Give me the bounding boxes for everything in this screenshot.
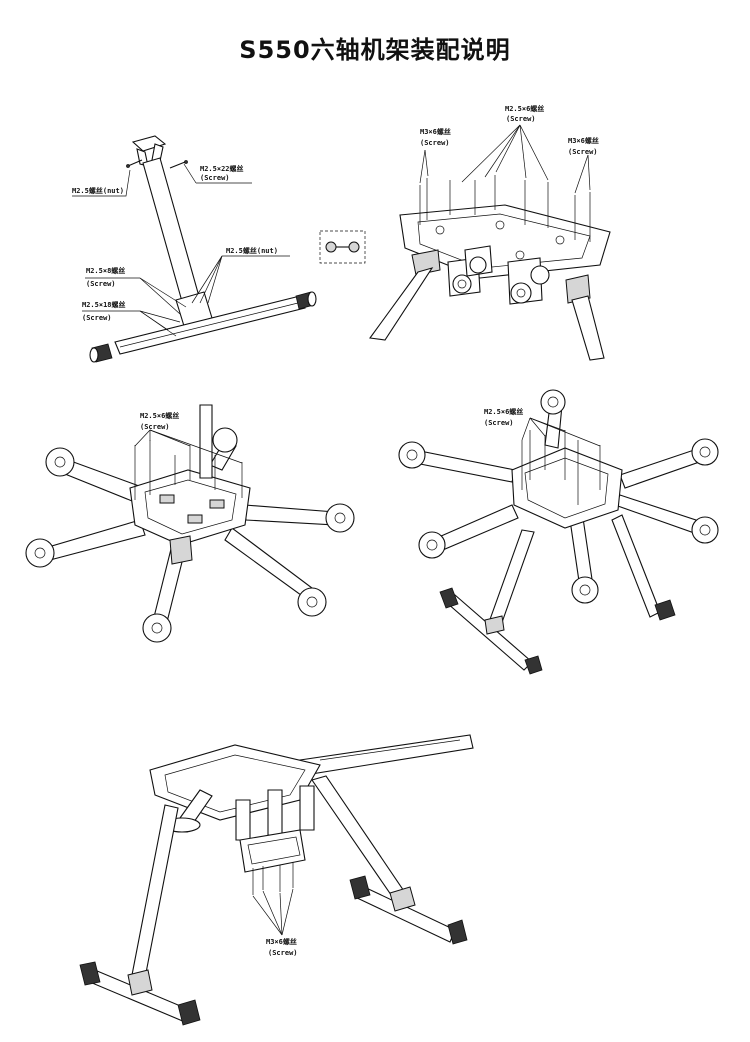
step2-plate-legs: [369, 124, 611, 361]
label-m25x18: M2.5×18螺丝: [82, 300, 126, 309]
s5-label-m3x6-en: (Screw): [268, 949, 298, 957]
step5-complete-frame: [79, 734, 474, 1026]
label-m25nut: M2.5螺丝(nut): [72, 186, 124, 195]
s2-label-m3x6-right: M3×6螺丝: [568, 136, 599, 145]
s3-label-m25x6-en: (Screw): [140, 423, 170, 431]
s2-label-m25x6: M2.5×6螺丝: [505, 104, 544, 113]
s5-label-m3x6: M3×6螺丝: [266, 937, 297, 946]
s4-label-m25x6-en: (Screw): [484, 419, 514, 427]
label-m25x22: M2.5×22螺丝: [200, 164, 244, 173]
label-m25x8: M2.5×8螺丝: [86, 266, 125, 275]
label-m25x22-en: (Screw): [200, 174, 230, 182]
s3-label-m25x6: M2.5×6螺丝: [140, 411, 179, 420]
label-m25x8-en: (Screw): [86, 280, 116, 288]
s2-label-m3x6-right-en: (Screw): [568, 148, 598, 156]
step4-top-plate: [398, 389, 719, 675]
label-m25x18-en: (Screw): [82, 314, 112, 322]
label-m25nut-2: M2.5螺丝(nut): [226, 246, 278, 255]
page-title: S550六轴机架装配说明: [239, 36, 511, 64]
s2-label-m3x6-left-en: (Screw): [420, 139, 450, 147]
step3-arms: [25, 404, 355, 643]
s2-label-m25x6-en: (Screw): [506, 115, 536, 123]
step1-landing-gear: [72, 135, 366, 363]
s4-label-m25x6: M2.5×6螺丝: [484, 407, 523, 416]
s2-label-m3x6-left: M3×6螺丝: [420, 127, 451, 136]
